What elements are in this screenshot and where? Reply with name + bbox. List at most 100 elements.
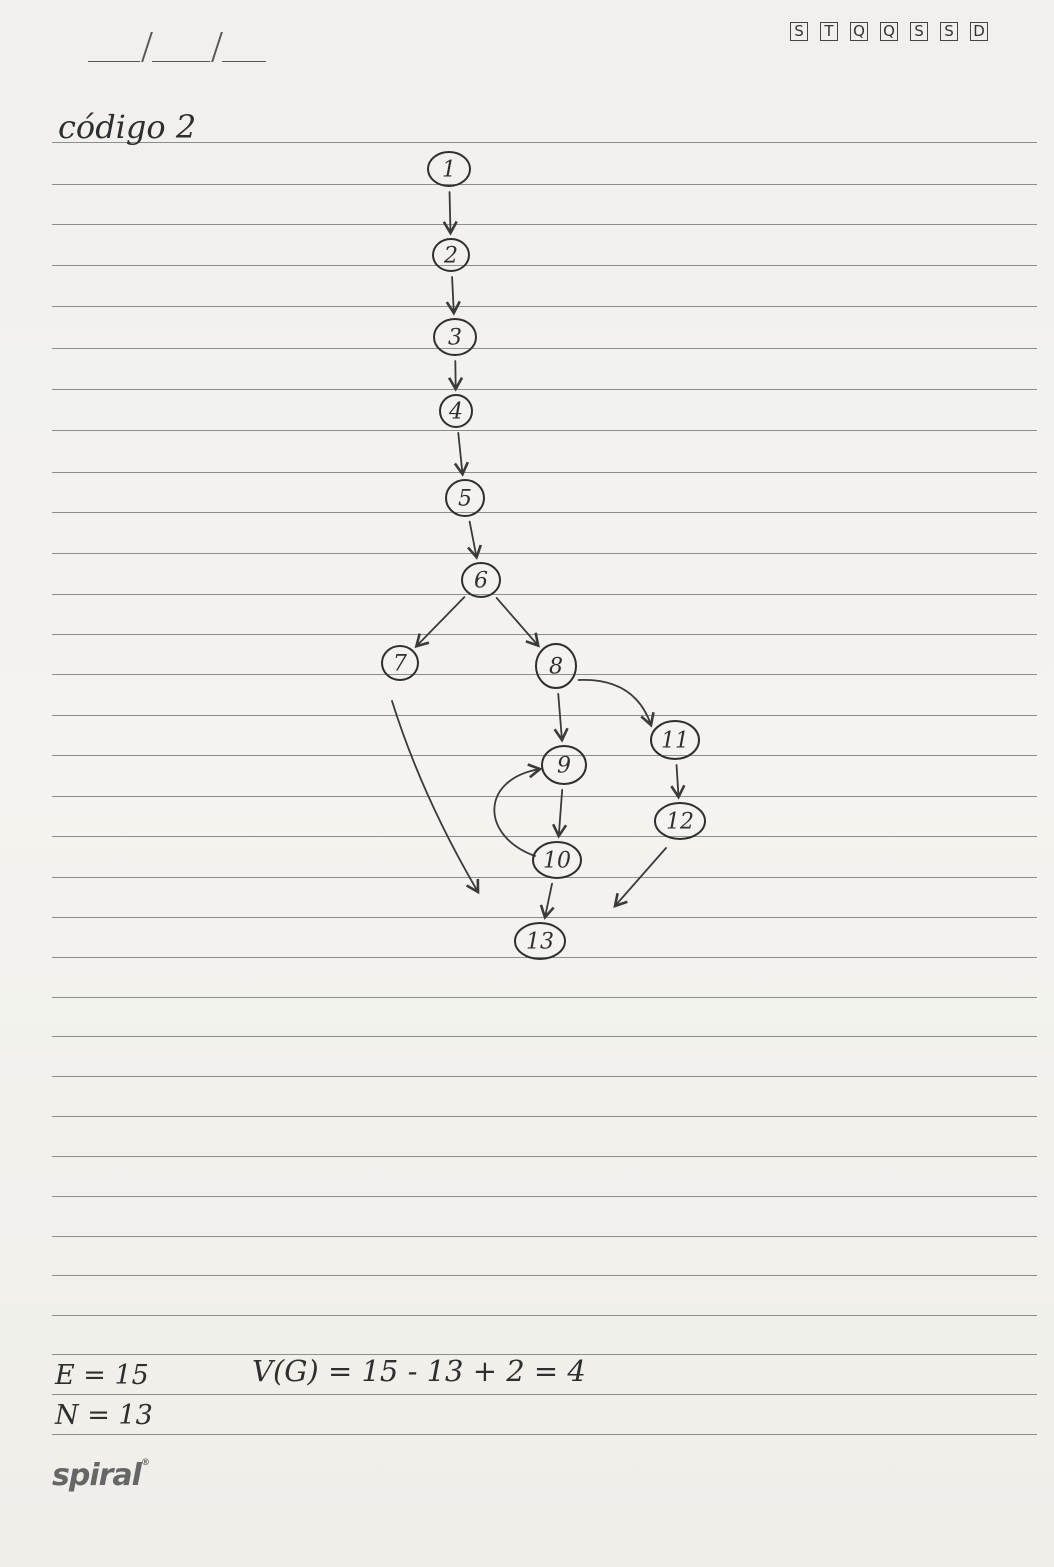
graph-node: 6	[461, 562, 501, 598]
node-label: 12	[666, 810, 694, 835]
graph-node: 13	[514, 922, 566, 960]
cyclomatic-complexity-equation: V(G) = 15 - 13 + 2 = 4	[252, 1354, 586, 1388]
edge-10-to-9	[493, 763, 543, 857]
edge-8-to-9	[553, 692, 569, 743]
node-circle	[432, 238, 470, 272]
edge-2-to-3	[445, 276, 461, 316]
node-label: 1	[442, 158, 456, 183]
ruled-line	[52, 1116, 1037, 1117]
edge-6-to-8	[495, 597, 540, 648]
ruled-line	[52, 594, 1037, 595]
brand-registered-mark: ®	[140, 1458, 150, 1468]
ruled-line	[52, 553, 1037, 554]
graph-node: 11	[650, 720, 700, 760]
node-circle	[650, 720, 700, 760]
node-circle	[381, 645, 419, 681]
ruled-line	[52, 997, 1037, 998]
ruled-line	[52, 715, 1037, 716]
ruled-line	[52, 1354, 1037, 1355]
graph-node: 9	[541, 745, 587, 785]
graph-node: 2	[432, 238, 470, 272]
graph-node: 8	[535, 643, 577, 689]
ruled-line	[52, 142, 1037, 143]
page-title: código 2	[58, 108, 197, 146]
ruled-line	[52, 877, 1037, 878]
node-label: 4	[448, 400, 463, 425]
ruled-line	[52, 1156, 1037, 1157]
weekday-boxes: S T Q Q S S D	[790, 22, 988, 41]
date-year-line	[222, 61, 266, 62]
weekday-box: Q	[850, 22, 868, 41]
ruled-line	[52, 389, 1037, 390]
brand-logo: spiral®	[52, 1458, 150, 1493]
graph-node: 7	[381, 645, 419, 681]
ruled-line	[52, 512, 1037, 513]
ruled-line	[52, 265, 1037, 266]
edge-8-to-11	[577, 679, 655, 728]
ruled-line	[52, 836, 1037, 837]
node-circle	[427, 151, 471, 187]
node-label: 9	[557, 754, 571, 779]
node-label: 6	[474, 569, 488, 594]
brand-name: spiral	[52, 1458, 142, 1493]
edge-11-to-12	[670, 764, 686, 800]
ruled-line	[52, 1076, 1037, 1077]
node-circle	[439, 394, 473, 428]
node-circle	[461, 562, 501, 598]
graph-node: 3	[433, 318, 477, 356]
graph-node: 1	[427, 151, 471, 187]
weekday-box: D	[970, 22, 988, 41]
edge-5-to-6	[467, 520, 482, 560]
ruled-line	[52, 1434, 1037, 1435]
graph-node: 5	[445, 479, 485, 517]
node-label: 13	[526, 930, 554, 955]
date-day-line	[88, 61, 140, 62]
edge-10-to-13	[539, 882, 555, 920]
edge-9-to-10	[551, 789, 568, 839]
ruled-line	[52, 796, 1037, 797]
ruled-line	[52, 472, 1037, 473]
date-month-line	[152, 61, 210, 62]
ruled-line	[52, 957, 1037, 958]
node-label: 7	[393, 652, 407, 677]
ruled-line	[52, 224, 1037, 225]
node-circle	[654, 802, 706, 840]
ruled-line	[52, 1196, 1037, 1197]
node-label: 5	[458, 487, 472, 512]
graph-node: 4	[439, 394, 473, 428]
ruled-line	[52, 306, 1037, 307]
node-label: 11	[661, 729, 689, 754]
ruled-line	[52, 674, 1037, 675]
edge-4-to-5	[453, 431, 469, 477]
node-circle	[535, 643, 577, 689]
ruled-line	[52, 1394, 1037, 1395]
node-label: 8	[549, 655, 563, 680]
node-circle	[532, 841, 582, 879]
node-circle	[514, 922, 566, 960]
ruled-line	[52, 1315, 1037, 1316]
weekday-box: S	[790, 22, 808, 41]
edge-1-to-2	[442, 191, 458, 236]
date-field	[88, 22, 268, 62]
node-label: 3	[448, 326, 462, 351]
ruled-line	[52, 1275, 1037, 1276]
ruled-line	[52, 348, 1037, 349]
graph-node: 12	[654, 802, 706, 840]
edges-layer	[391, 191, 686, 920]
edge-12-to-13	[613, 847, 667, 908]
graph-node: 10	[532, 841, 582, 879]
node-label: 2	[443, 244, 458, 269]
node-circle	[445, 479, 485, 517]
ruled-line	[52, 634, 1037, 635]
weekday-box: S	[940, 22, 958, 41]
weekday-box: Q	[880, 22, 898, 41]
ruled-line	[52, 430, 1037, 431]
node-circle	[433, 318, 477, 356]
node-circle	[541, 745, 587, 785]
edge-6-to-7	[414, 596, 466, 649]
weekday-box: T	[820, 22, 838, 41]
ruled-line	[52, 1236, 1037, 1237]
